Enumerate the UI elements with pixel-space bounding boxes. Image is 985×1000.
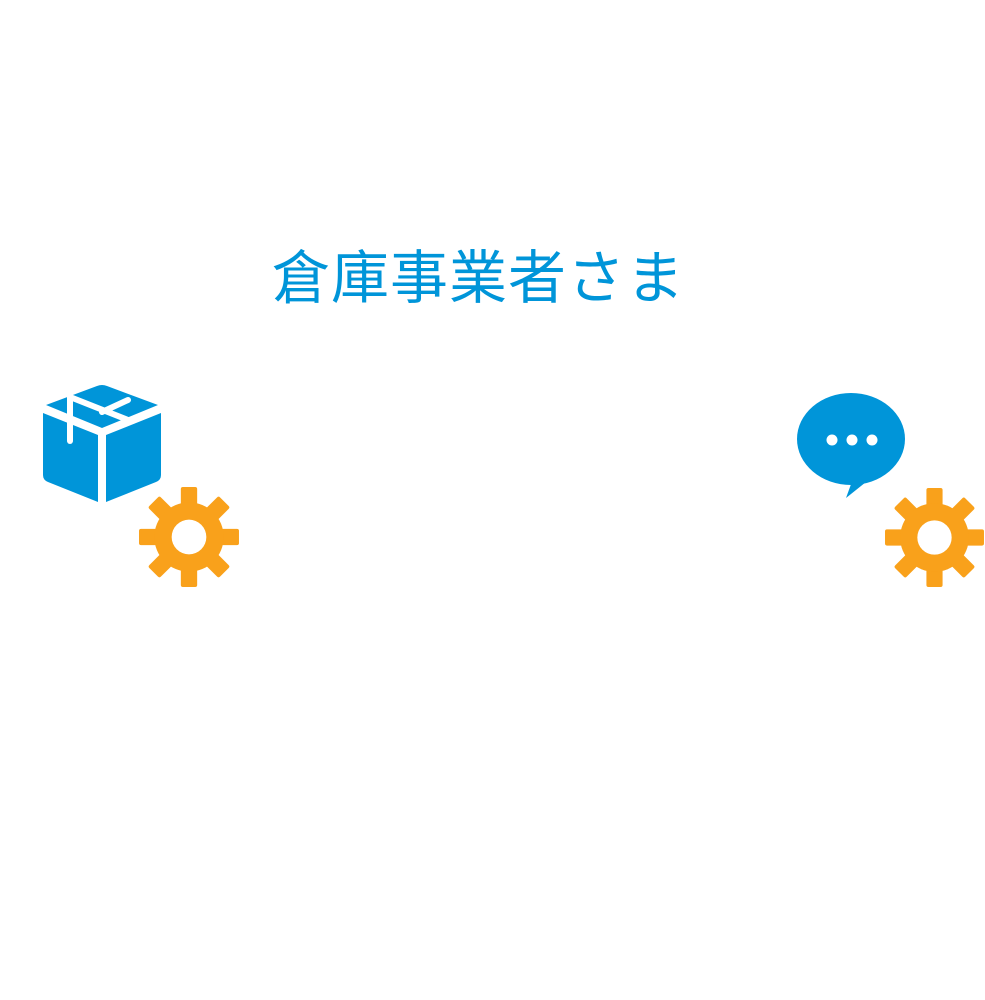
package-box-icon	[43, 385, 161, 502]
gear-icon	[139, 487, 239, 587]
gear-icon	[885, 488, 984, 587]
heading: 倉庫事業者さま	[272, 244, 686, 312]
speech-bubble-icon	[797, 393, 905, 498]
